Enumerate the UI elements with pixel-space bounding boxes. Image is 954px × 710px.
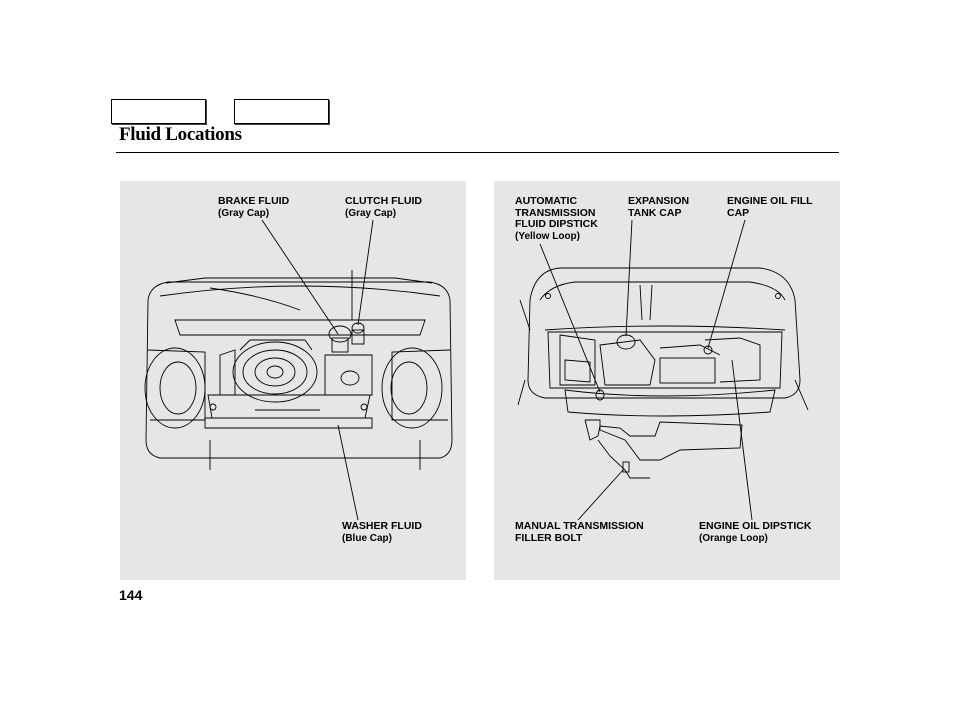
front-engine-diagram-panel	[120, 181, 466, 580]
brake-fluid-label: BRAKE FLUID (Gray Cap)	[218, 195, 290, 219]
leader-mt-filler-bolt	[577, 469, 624, 521]
leader-expansion-tank	[625, 219, 633, 337]
oil-fill-cap-line1: ENGINE OIL FILL	[727, 195, 813, 207]
expansion-tank-line1: EXPANSION	[628, 195, 690, 207]
expansion-tank-label: EXPANSION TANK CAP	[628, 195, 690, 219]
clutch-fluid-name: CLUTCH FLUID	[345, 195, 422, 207]
atf-dipstick-line1: AUTOMATIC	[515, 195, 578, 207]
atf-dipstick-label: AUTOMATIC TRANSMISSION FLUID DIPSTICK (Y…	[515, 195, 598, 242]
leader-atf-dipstick	[539, 243, 601, 393]
atf-dipstick-cap: (Yellow Loop)	[515, 230, 580, 242]
oil-fill-cap-label: ENGINE OIL FILL CAP	[727, 195, 813, 219]
title-divider	[116, 152, 839, 153]
brake-fluid-name: BRAKE FLUID	[218, 195, 290, 207]
rear-car-drawing	[517, 267, 809, 479]
rear-engine-diagram-panel	[494, 181, 840, 580]
expansion-tank-line2: TANK CAP	[628, 206, 682, 219]
mt-filler-bolt-line2: FILLER BOLT	[515, 531, 583, 544]
leader-oil-dipstick	[731, 359, 753, 521]
nav-button-next[interactable]	[234, 99, 329, 124]
washer-fluid-cap: (Blue Cap)	[342, 532, 392, 544]
nav-button-previous[interactable]	[111, 99, 206, 124]
leader-oil-fill-cap	[707, 219, 746, 349]
clutch-fluid-label: CLUTCH FLUID (Gray Cap)	[345, 195, 422, 219]
washer-fluid-name: WASHER FLUID	[342, 520, 422, 532]
oil-dipstick-cap: (Orange Loop)	[699, 532, 768, 544]
page-title: Fluid Locations	[119, 124, 242, 145]
mt-filler-bolt-label: MANUAL TRANSMISSION FILLER BOLT	[515, 520, 644, 544]
leader-washer-fluid	[337, 424, 359, 521]
washer-fluid-label: WASHER FLUID (Blue Cap)	[342, 520, 422, 544]
leader-brake-fluid	[261, 219, 339, 335]
oil-dipstick-line1: ENGINE OIL DIPSTICK	[699, 520, 812, 532]
leader-clutch-fluid	[357, 219, 374, 326]
brake-fluid-cap: (Gray Cap)	[218, 207, 270, 219]
oil-dipstick-label: ENGINE OIL DIPSTICK (Orange Loop)	[699, 520, 812, 544]
clutch-fluid-cap: (Gray Cap)	[345, 207, 397, 219]
atf-dipstick-line3: FLUID DIPSTICK	[515, 218, 598, 230]
page-number: 144	[119, 587, 143, 603]
mt-filler-bolt-line1: MANUAL TRANSMISSION	[515, 520, 644, 532]
front-car-drawing	[144, 270, 453, 470]
oil-fill-cap-line2: CAP	[727, 206, 750, 219]
atf-dipstick-line2: TRANSMISSION	[515, 206, 596, 219]
